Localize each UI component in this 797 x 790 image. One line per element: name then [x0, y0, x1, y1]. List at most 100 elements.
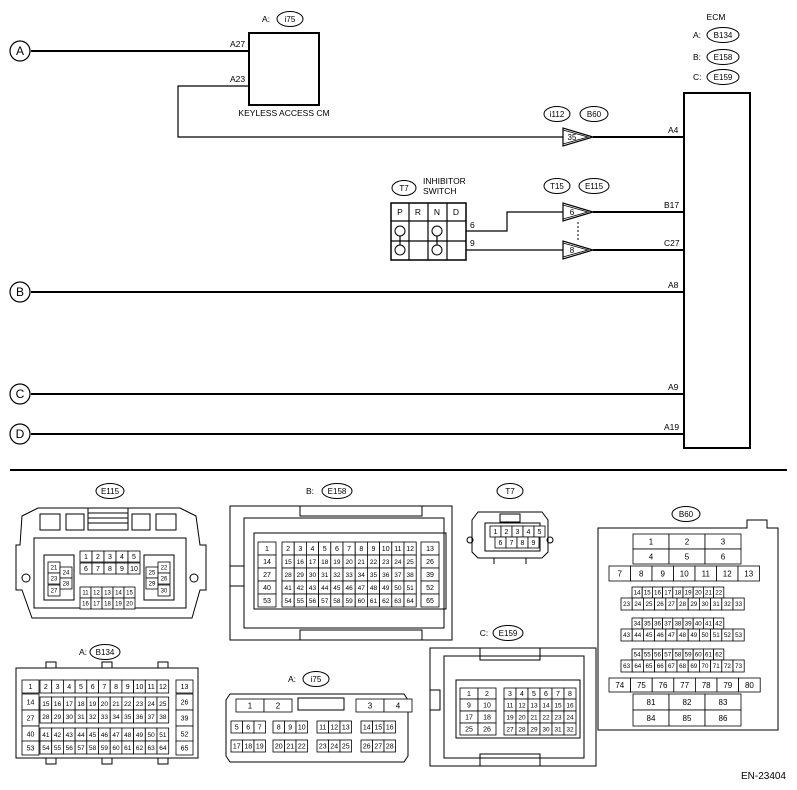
pin-number: 13 [426, 546, 434, 553]
pin-number: 3 [298, 546, 302, 553]
pin-number: 26 [161, 577, 168, 583]
pin-number: 1 [84, 554, 88, 561]
pin-number: 37 [148, 714, 156, 721]
pin-number: 1 [649, 537, 654, 546]
pin-cell [339, 720, 352, 734]
pin-number: 55 [644, 652, 651, 659]
connector-b134 [15, 644, 199, 765]
pin-number: 32 [724, 601, 731, 608]
pin-number: 1 [29, 684, 33, 691]
pin-number: 24 [148, 701, 156, 708]
pin-number: 40 [695, 621, 702, 628]
pin-number: 43 [623, 632, 630, 639]
pin-number: 38 [406, 572, 414, 579]
joint-pin-35: 35 [568, 133, 577, 142]
pin-number: 30 [309, 572, 317, 579]
pin-number: 65 [426, 598, 434, 605]
pin-number: 72 [724, 663, 731, 670]
pin-number: 4 [649, 552, 654, 561]
pin-number: 20 [275, 744, 283, 751]
pin-number: 2 [276, 701, 281, 710]
ecm-conn-a-prefix: A: [693, 30, 701, 40]
pin-number: 66 [657, 663, 664, 670]
pin-number: 15 [126, 591, 133, 597]
pin-number: 57 [321, 598, 329, 605]
pin-number: 6 [91, 684, 95, 691]
pin-number: 3 [368, 701, 373, 710]
pin-number: 25 [465, 727, 473, 734]
pin-number: 27 [506, 726, 514, 733]
pin-number: 13 [530, 702, 538, 709]
pin-number: 17 [66, 701, 74, 708]
pin-number: 21 [112, 701, 120, 708]
pin-cell [732, 597, 745, 611]
ref-b-circle [9, 281, 31, 303]
ref-b-label: B [16, 285, 24, 299]
pin-number: 60 [358, 598, 366, 605]
pin-number: 49 [690, 632, 697, 639]
pin-cell [533, 525, 546, 538]
joint-b60-oval [579, 106, 609, 122]
pin-number: 21 [286, 744, 294, 751]
pin-number: 9 [288, 725, 292, 732]
pin-number: 10 [680, 569, 689, 578]
pin-number: 18 [104, 602, 111, 608]
pin-number: 6 [335, 546, 339, 553]
position-n: N [434, 207, 440, 217]
pin-cell [253, 720, 266, 734]
pin-number: 23 [136, 701, 144, 708]
pin-number: 19 [89, 701, 97, 708]
pin-number: 4 [67, 684, 71, 691]
pin-number: 59 [685, 652, 692, 659]
pin-number: 30 [66, 714, 74, 721]
pin-number: 8 [108, 566, 112, 573]
pin-a23: A23 [230, 74, 245, 84]
connector-e158 [229, 483, 453, 641]
ref-c-label: C [16, 387, 25, 401]
pin-cell [732, 659, 745, 673]
pin-number: 62 [382, 598, 390, 605]
pin-number: 68 [679, 663, 686, 670]
keyless-label: KEYLESS ACCESS CM [238, 108, 329, 118]
connector-i75 [225, 671, 409, 763]
pin-number: 8 [114, 684, 118, 691]
joint-i112-label: i112 [550, 110, 565, 119]
pin-number: 16 [54, 701, 62, 708]
pin-number: 39 [426, 572, 434, 579]
pin-number: 29 [297, 572, 305, 579]
pin-number: 64 [406, 598, 414, 605]
pin-number: 55 [297, 598, 305, 605]
pin-number: 41 [42, 732, 50, 739]
pin-number: 48 [679, 632, 686, 639]
pin-number: 27 [668, 601, 675, 608]
pin-number: 2 [685, 537, 690, 546]
pin-number: 4 [396, 701, 401, 710]
pin-number: 86 [719, 714, 728, 723]
pin-number: 32 [89, 714, 97, 721]
pin-number: 33 [101, 714, 109, 721]
joint-t15-oval [543, 178, 571, 194]
pin-number: 30 [542, 726, 550, 733]
pin-number: 28 [679, 601, 686, 608]
pin-number: 17 [664, 590, 671, 597]
inhibitor-conn-name: T7 [399, 184, 409, 193]
pin-number: 45 [89, 732, 97, 739]
pin-number: 82 [683, 698, 692, 707]
pin-number: 85 [683, 714, 692, 723]
pin-number: 26 [426, 559, 434, 566]
pin-cell [21, 740, 40, 756]
pin-number: 10 [382, 546, 390, 553]
pin-number: 35 [124, 714, 132, 721]
position-r: R [415, 207, 421, 217]
pin-number: 61 [124, 745, 132, 752]
pin-number: 14 [263, 559, 271, 566]
pin-number: 73 [735, 663, 742, 670]
pin-number: 18 [244, 744, 252, 751]
pin-number: 47 [358, 585, 366, 592]
inhibitor-conn-oval [391, 180, 417, 196]
pin-number: 64 [159, 745, 167, 752]
pin-number: 50 [394, 585, 402, 592]
ecm-conn-b-prefix: B: [693, 52, 701, 62]
pin-cell [339, 739, 352, 753]
pin-number: 31 [321, 572, 329, 579]
